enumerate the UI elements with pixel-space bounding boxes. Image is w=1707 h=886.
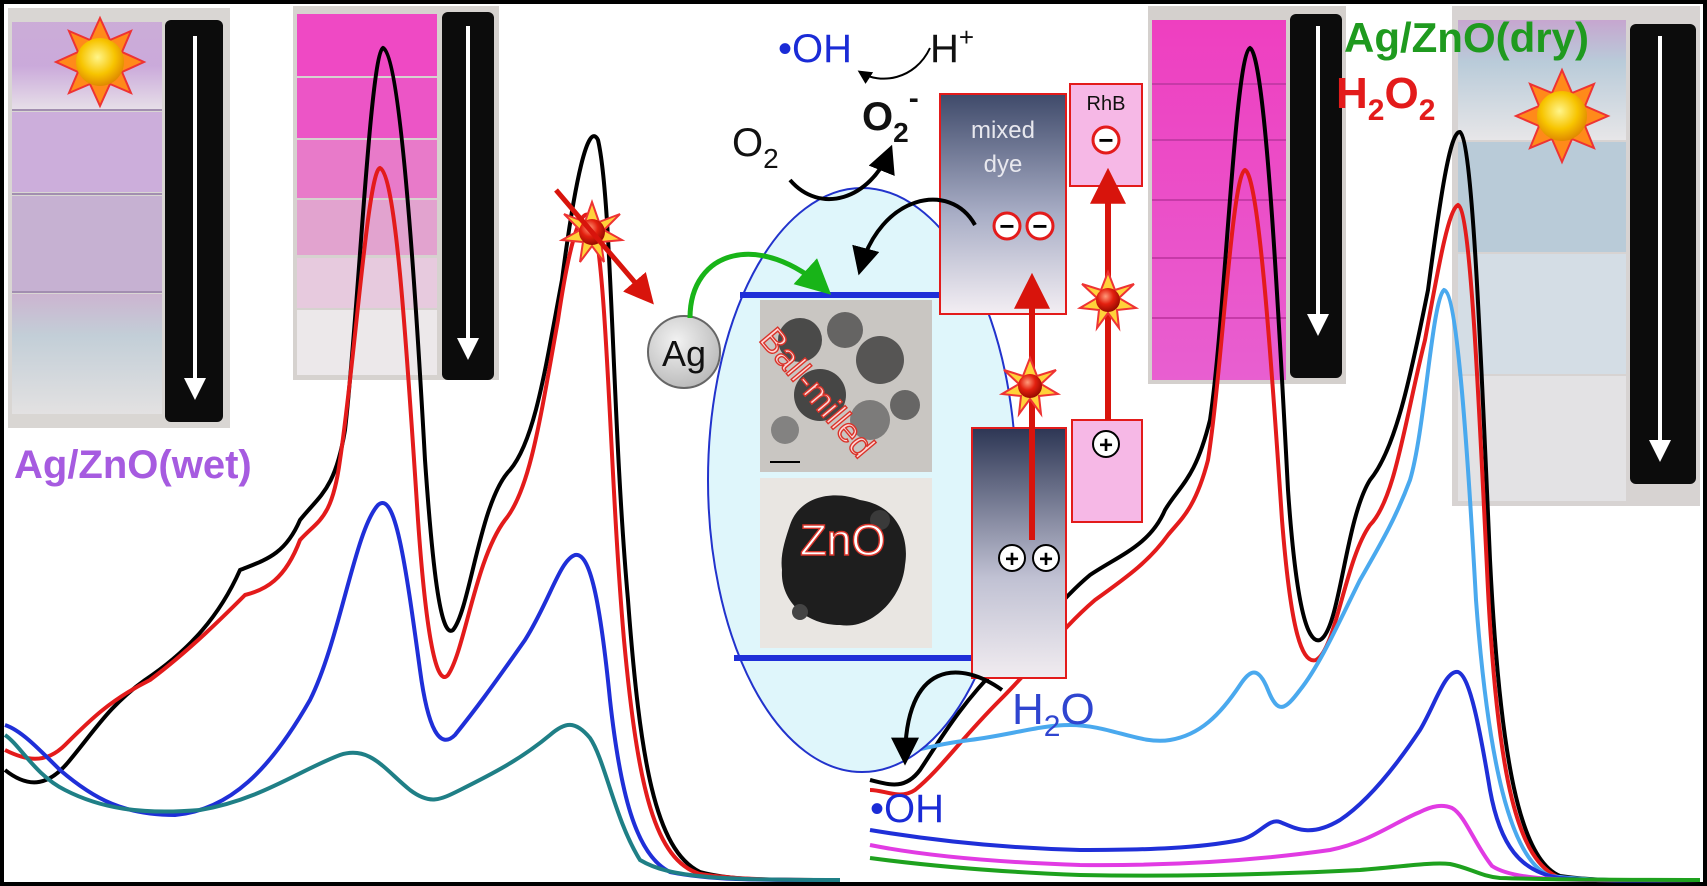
svg-text:+: + — [1099, 432, 1113, 459]
ag-nanoparticle: Ag — [647, 315, 721, 389]
sparkle-icon — [1076, 269, 1140, 332]
spectra-dry — [869, 45, 1701, 883]
svg-text:+: + — [1005, 546, 1019, 573]
electron-to-zno-arrow — [852, 197, 977, 276]
vials-photo-dry — [1452, 6, 1700, 506]
vials-photo-h2o2 — [1148, 6, 1346, 384]
sun-icon — [1513, 67, 1611, 165]
electron-icon: − — [1091, 125, 1121, 155]
h2o-label: H2O — [1012, 685, 1095, 743]
vials-photo-pink — [293, 6, 499, 380]
curve-wet-red — [4, 165, 841, 882]
svg-text:+: + — [1039, 546, 1053, 573]
zno-label: ZnO — [800, 516, 886, 565]
photon-arrow — [554, 188, 654, 305]
o2-label: O2 — [732, 121, 779, 174]
arrow-down-icon — [184, 378, 206, 400]
wet-sample-label: Ag/ZnO(wet) — [14, 443, 252, 487]
h2o-oxidation-arrow — [891, 670, 1004, 766]
sun-icon — [53, 15, 147, 109]
curve-wet-blue — [4, 501, 841, 882]
curve-wet-black — [3, 45, 841, 882]
dry-sample-label: Ag/ZnO(dry) — [1344, 14, 1589, 61]
tem-image-top — [760, 300, 932, 472]
svg-text:−: − — [1098, 125, 1113, 155]
arrow-down-icon — [1649, 440, 1671, 462]
curve-dry-green — [869, 856, 1701, 882]
h-plus-arrow — [857, 47, 931, 84]
o2-reduction-arrow — [788, 144, 895, 202]
svg-text:−: − — [999, 211, 1014, 241]
curve-dry-blue — [869, 670, 1701, 883]
h2o2-label: H2O2 — [1336, 69, 1435, 127]
curve-dry-lightblue — [869, 287, 1701, 883]
zno-particle: Ball-milled ZnO — [707, 187, 1017, 773]
tem-image-bottom — [760, 478, 932, 648]
electron-transfer-arrow — [687, 252, 832, 319]
h-plus-label: H+ — [930, 22, 974, 71]
curve-dry-red — [869, 167, 1701, 883]
vials-photo-wet — [8, 8, 230, 428]
curve-dry-black — [869, 45, 1701, 883]
arrow-down-icon — [457, 338, 479, 360]
spectra-wet — [3, 45, 841, 882]
dye-label: dye — [984, 151, 1023, 178]
o2-radical-label: O2- — [862, 82, 919, 148]
curve-wet-teal — [3, 722, 841, 882]
mixed-label: mixed — [971, 117, 1035, 144]
svg-text:−: − — [1032, 211, 1047, 241]
arrow-down-icon — [1307, 314, 1329, 336]
oh-bottom-label: •OH — [870, 787, 944, 831]
hole-icon: + — [998, 544, 1026, 573]
energy-level-diagram: mixed dye RhB − − − + + + — [939, 83, 1143, 679]
electron-icon: − — [1025, 211, 1055, 241]
hole-icon: + — [1092, 430, 1120, 459]
sparkle-icon — [998, 355, 1062, 418]
hole-icon: + — [1032, 544, 1060, 573]
electron-icon: − — [992, 211, 1022, 241]
rhb-label: RhB — [1087, 93, 1126, 115]
ag-label: Ag — [662, 333, 706, 374]
oh-top-label: •OH — [778, 27, 852, 71]
